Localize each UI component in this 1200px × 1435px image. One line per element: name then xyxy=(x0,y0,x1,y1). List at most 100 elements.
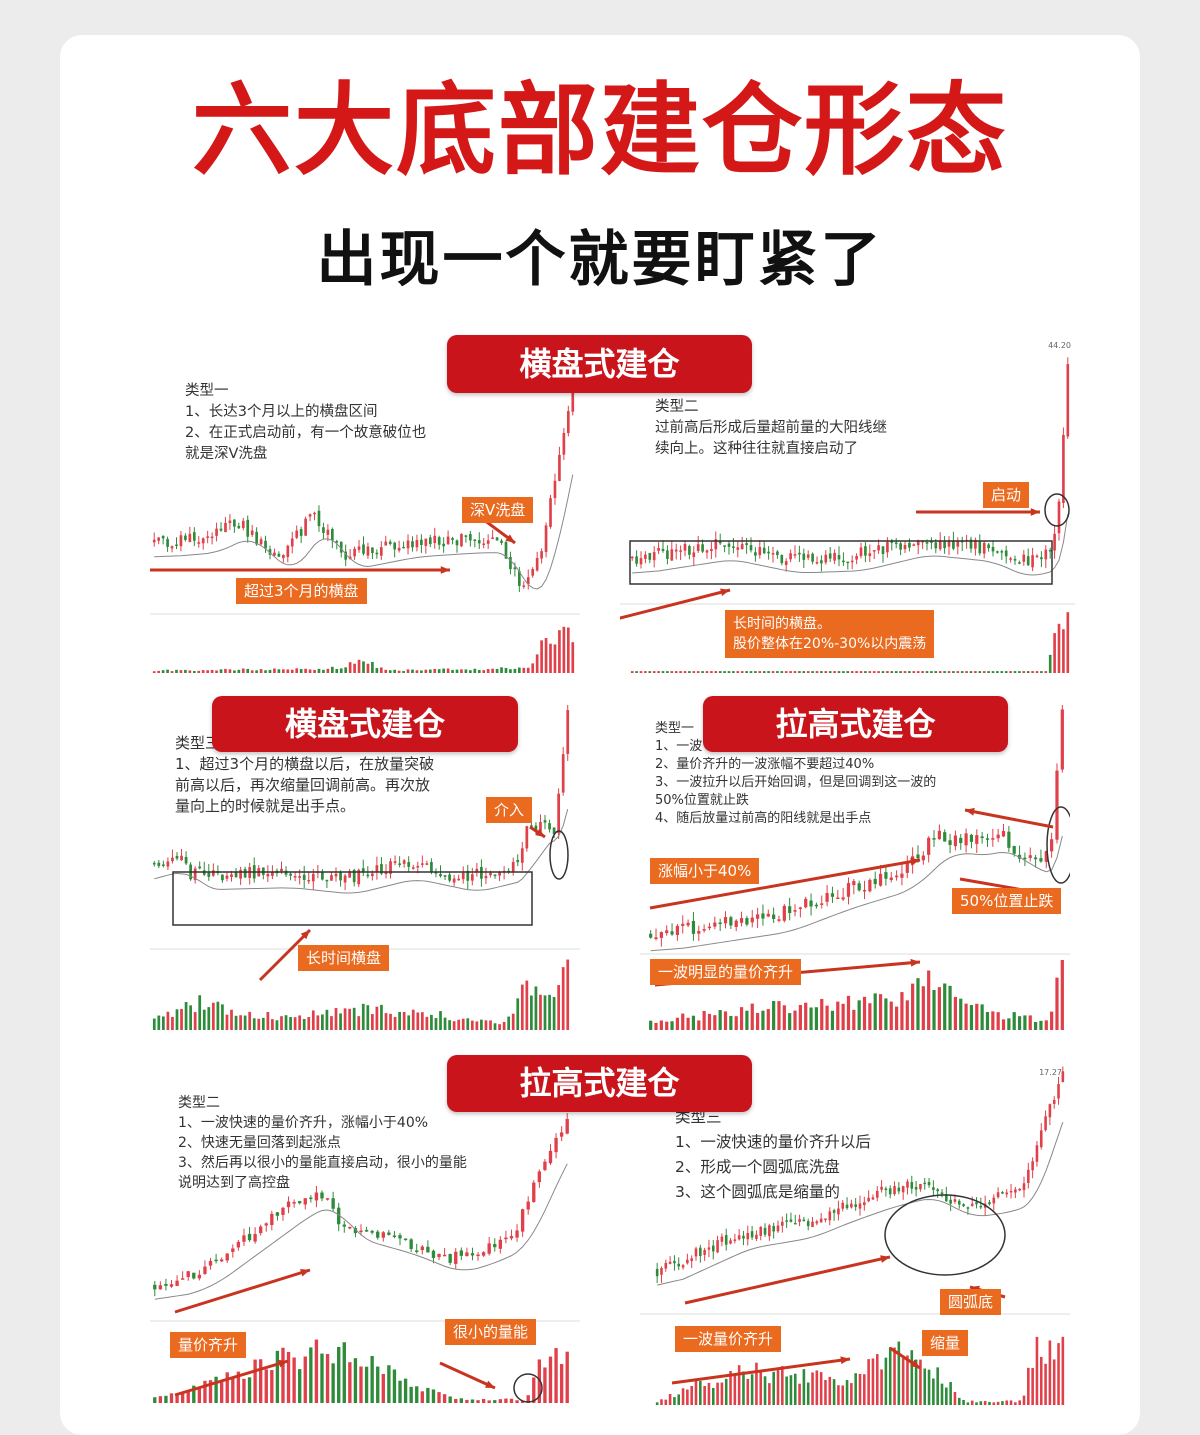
candle xyxy=(525,826,529,849)
volume-bar xyxy=(166,669,169,673)
volume-bar xyxy=(379,667,383,673)
volume-bar xyxy=(1001,1019,1006,1030)
panel-line: 过前高后形成后量超前量的大阳线继 xyxy=(655,420,887,436)
candle xyxy=(403,1238,408,1241)
volume-bar xyxy=(241,668,245,673)
candle xyxy=(371,547,374,554)
volume-bar xyxy=(348,1362,352,1403)
candle xyxy=(253,1233,257,1242)
volume-bar xyxy=(1013,671,1017,673)
candle xyxy=(530,825,533,827)
volume-bar xyxy=(416,1012,420,1030)
candle xyxy=(992,1197,996,1204)
candle xyxy=(330,529,334,541)
volume-bar xyxy=(697,1020,701,1030)
trend-arrow xyxy=(964,808,1054,829)
volume-bar xyxy=(489,1020,492,1030)
volume-bar xyxy=(784,671,788,673)
volume-bar xyxy=(877,671,880,673)
volume-bar xyxy=(975,1402,978,1405)
candle xyxy=(175,855,179,859)
candle xyxy=(459,1250,463,1256)
candle xyxy=(214,1259,218,1262)
banner-raise-2: 拉高式建仓 xyxy=(447,1055,752,1112)
volume-bar xyxy=(772,1371,775,1405)
volume-bar xyxy=(703,1385,706,1405)
moving-average-line xyxy=(154,1163,568,1300)
candle xyxy=(381,1232,385,1238)
candle xyxy=(439,873,442,877)
candle xyxy=(858,1203,862,1209)
volume-bar xyxy=(692,671,696,673)
candle xyxy=(430,861,433,872)
candle xyxy=(841,897,845,900)
candle xyxy=(987,544,990,549)
volume-bar xyxy=(179,670,183,673)
volume-bar xyxy=(325,1354,330,1403)
volume-bar xyxy=(397,670,401,673)
candle xyxy=(702,929,706,931)
page-subtitle: 出现一个就要盯紧了 xyxy=(316,225,884,295)
volume-bar xyxy=(836,1001,840,1030)
volume-bar xyxy=(754,671,757,673)
volume-bar xyxy=(549,643,552,673)
candle xyxy=(1009,1190,1013,1193)
volume-bar xyxy=(889,1001,893,1030)
volume-bar xyxy=(225,1372,229,1403)
volume-bar xyxy=(1028,1015,1032,1030)
volume-bar xyxy=(359,1366,363,1403)
volume-bar xyxy=(439,1011,442,1030)
volume-bar xyxy=(491,668,494,673)
candle xyxy=(442,1254,447,1257)
candle xyxy=(320,1192,324,1199)
volume-bar xyxy=(353,663,356,673)
volume-bar xyxy=(543,995,547,1030)
candle xyxy=(498,1239,503,1249)
volume-bar xyxy=(761,1010,765,1030)
candle xyxy=(571,388,575,412)
volume-bar xyxy=(1052,1359,1056,1405)
volume-bar xyxy=(330,666,334,673)
volume-bar xyxy=(837,1385,840,1405)
volume-bar xyxy=(504,667,508,673)
candle xyxy=(772,1225,775,1232)
candle xyxy=(518,571,521,586)
volume-bar xyxy=(824,1380,827,1405)
candle xyxy=(375,552,379,555)
volume-bar xyxy=(862,996,867,1030)
candle xyxy=(470,1253,475,1256)
volume-bar xyxy=(729,1015,733,1030)
panel-line: 续向上。这种往往就直接启动了 xyxy=(655,441,858,457)
volume-bar xyxy=(476,1400,480,1403)
tag-50pct-stop: 50%位置止跌 xyxy=(952,888,1062,914)
arrow-head-icon xyxy=(720,588,730,597)
candle xyxy=(152,539,156,543)
candle xyxy=(1035,555,1039,558)
candle xyxy=(375,865,379,872)
candle xyxy=(652,552,656,561)
candle xyxy=(806,1221,810,1227)
volume-bar xyxy=(544,638,548,673)
candle xyxy=(718,540,722,544)
volume-bar xyxy=(255,670,258,673)
candle xyxy=(493,1244,497,1248)
volume-bar xyxy=(781,1366,784,1405)
candle xyxy=(894,542,898,544)
volume-bar xyxy=(1044,1363,1047,1405)
arrow-head-icon xyxy=(1030,508,1040,516)
candle xyxy=(293,876,297,878)
candle xyxy=(862,889,867,892)
panel-line: 1、超过3个月的横盘以后，在放量突破 xyxy=(175,755,435,773)
volume-bar xyxy=(750,1374,754,1405)
highlight-ellipse xyxy=(1046,806,1070,884)
volume-bar xyxy=(927,1369,931,1405)
candle xyxy=(771,552,775,555)
candle xyxy=(707,1247,711,1250)
candle xyxy=(484,875,488,879)
candle xyxy=(475,868,479,873)
candle xyxy=(161,535,165,539)
panel-line: 4、随后放量过前高的阳线就是出手点 xyxy=(655,811,872,826)
volume-bar xyxy=(694,1380,698,1405)
volume-bar xyxy=(916,978,920,1030)
volume-bar xyxy=(219,1382,224,1403)
